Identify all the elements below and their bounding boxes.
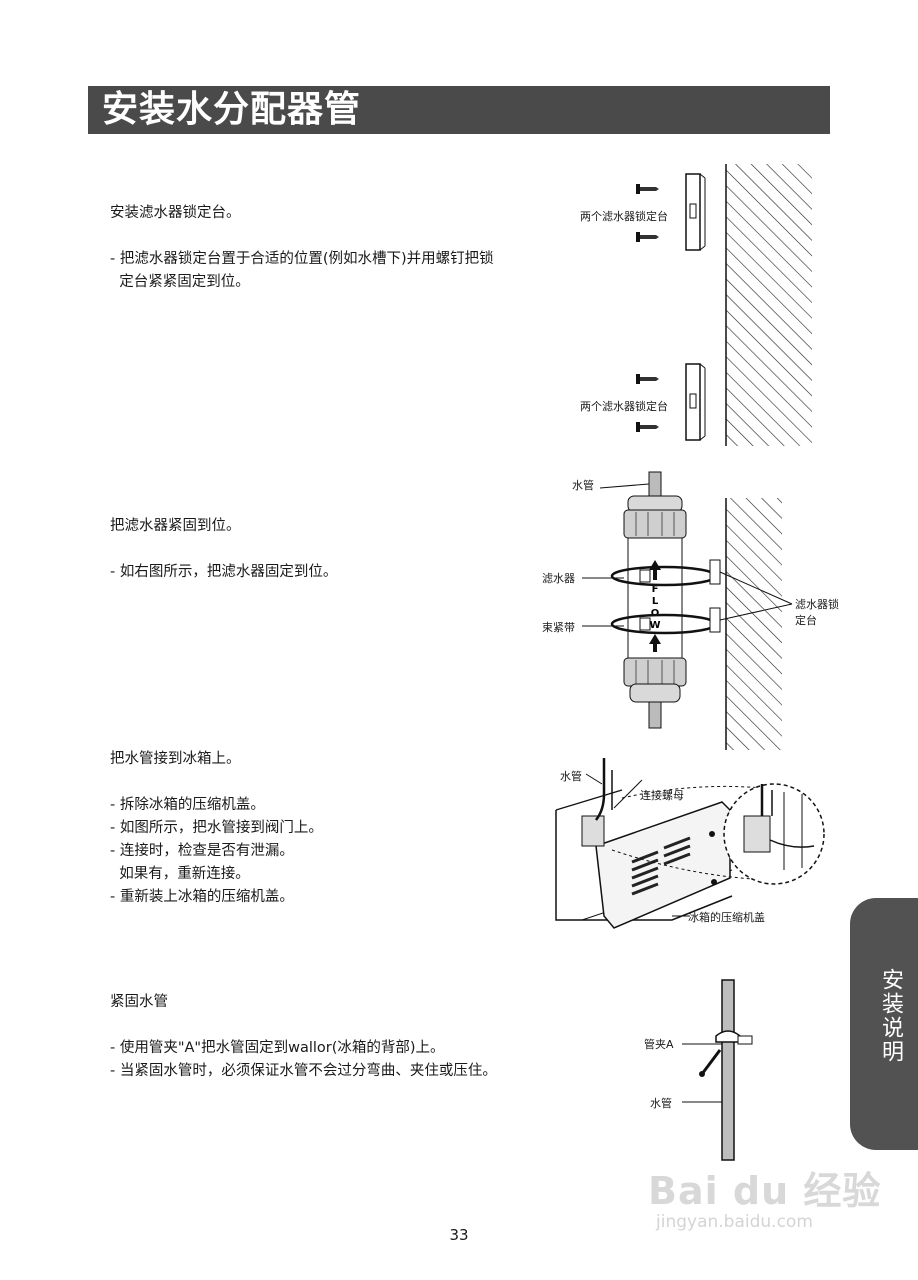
flow-letter: W (649, 620, 660, 631)
water-pipe (648, 471, 662, 499)
water-filter (623, 495, 687, 703)
instruction-line: - 重新装上冰箱的压缩机盖。 (110, 889, 294, 905)
pipe-clamp (715, 1030, 753, 1045)
instruction-line: - 拆除冰箱的压缩机盖。 (110, 797, 265, 813)
page-number: 33 (449, 1226, 469, 1244)
flow-arrow-icon (649, 560, 661, 580)
valve (581, 815, 605, 847)
water-pipe (648, 699, 662, 729)
compressor-cover (595, 801, 731, 929)
section-fix-filter: 把滤水器紧固到位。 - 如右图所示，把滤水器固定到位。 (110, 515, 337, 584)
flow-letter: F (652, 584, 659, 595)
figure-filter-secured: F L O W (582, 471, 793, 750)
instruction-line: 定台紧紧固定到位。 (110, 274, 250, 290)
screw-icon (711, 879, 717, 885)
section-side-tab: 安装说明 (850, 898, 918, 1150)
lock-base-label: 两个滤水器锁定台 (580, 210, 668, 223)
figure-lock-base-mount (636, 164, 812, 446)
flow-letter: L (652, 596, 659, 607)
watermark-logo: Bai du 经验 (648, 1169, 882, 1213)
section-install-lock-base: 安装滤水器锁定台。 - 把滤水器锁定台置于合适的位置(例如水槽下)并用螺钉把锁 … (110, 202, 494, 294)
screw-icon (636, 232, 659, 242)
title-bar: 安装水分配器管 (88, 86, 830, 134)
lock-base (709, 607, 721, 633)
instruction-line: 如果有，重新连接。 (110, 866, 250, 882)
water-pipe-label: 水管 (560, 770, 582, 783)
instruction-line: - 当紧固水管时，必须保证水管不会过分弯曲、夹住或压住。 (110, 1063, 497, 1079)
section-heading: 紧固水管 (110, 994, 168, 1010)
section-secure-pipe: 紧固水管 - 使用管夹"A"把水管固定到wallor(冰箱的背部)上。 - 当紧… (110, 991, 497, 1083)
instruction-line: - 如图所示，把水管接到阀门上。 (110, 820, 323, 836)
screw-icon (636, 374, 659, 384)
lock-base (709, 559, 721, 585)
page-title: 安装水分配器管 (102, 89, 362, 130)
section-connect-pipe: 把水管接到冰箱上。 - 拆除冰箱的压缩机盖。 - 如图所示，把水管接到阀门上。 … (110, 748, 323, 909)
screw-icon (699, 1049, 722, 1077)
strap-label: 束紧带 (542, 621, 575, 634)
lock-base-label: 两个滤水器锁定台 (580, 400, 668, 413)
screw-icon (636, 184, 659, 194)
water-pipe-label: 水管 (650, 1097, 672, 1110)
water-pipe (721, 979, 735, 1161)
instruction-line: - 连接时，检查是否有泄漏。 (110, 843, 294, 859)
lock-base-upper (685, 173, 706, 251)
water-pipe (595, 758, 606, 821)
side-tab-label: 安装说明 (878, 968, 903, 1064)
section-heading: 把滤水器紧固到位。 (110, 518, 241, 534)
instruction-line: - 使用管夹"A"把水管固定到wallor(冰箱的背部)上。 (110, 1040, 445, 1056)
lock-base-lower (685, 363, 706, 441)
instruction-line: - 把滤水器锁定台置于合适的位置(例如水槽下)并用螺钉把锁 (110, 251, 494, 267)
screw-icon (636, 422, 659, 432)
section-heading: 安装滤水器锁定台。 (110, 205, 241, 221)
nut-label: 连接螺母 (640, 789, 684, 802)
clamp-label: 管夹A (644, 1038, 674, 1051)
instruction-line: - 如右图所示，把滤水器固定到位。 (110, 564, 338, 580)
watermark-url: jingyan.baidu.com (656, 1212, 813, 1232)
detail-callout (723, 783, 825, 885)
lock-base-label: 滤水器锁 定台 (795, 598, 839, 627)
screw-icon (709, 831, 715, 837)
figure-pipe-connection (555, 758, 825, 929)
cover-label: 冰箱的压缩机盖 (688, 911, 765, 924)
figure-pipe-clamp (682, 979, 753, 1161)
water-pipe-label: 水管 (572, 479, 594, 492)
section-heading: 把水管接到冰箱上。 (110, 751, 241, 767)
wall-hatch (726, 164, 812, 446)
flow-arrow-icon (649, 634, 661, 652)
filter-label: 滤水器 (542, 572, 575, 585)
flow-letter: O (651, 608, 660, 619)
